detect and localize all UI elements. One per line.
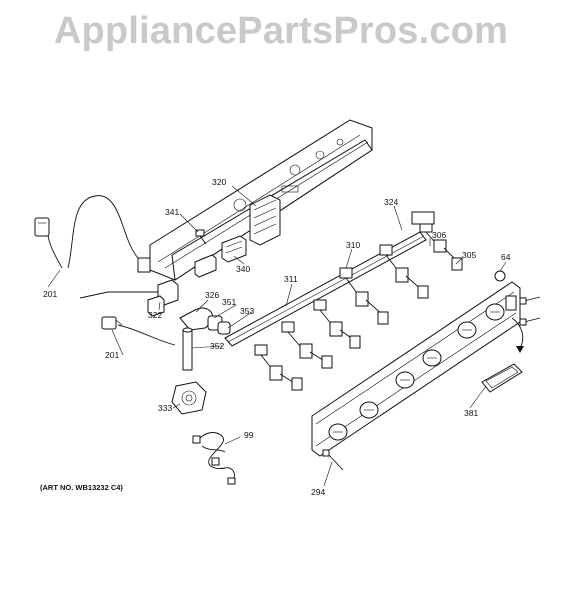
control-knob-2 xyxy=(359,401,379,419)
bracket-322 xyxy=(147,279,179,317)
gas-manifold-pipe xyxy=(224,231,427,347)
power-cord-lower xyxy=(79,291,178,346)
regulator-elbow xyxy=(179,307,231,335)
control-knob-1 xyxy=(328,423,348,441)
callout-326: 326 xyxy=(205,290,219,300)
mounting-clip-341 xyxy=(195,229,207,245)
leader-lines xyxy=(47,185,507,487)
screws xyxy=(322,296,541,471)
control-knob-6 xyxy=(485,303,505,321)
control-knob-3 xyxy=(395,371,415,389)
burner-valves-upper xyxy=(339,211,463,325)
callout-341: 341 xyxy=(165,207,179,217)
callout-353: 353 xyxy=(240,306,254,316)
regulator-333 xyxy=(171,381,207,415)
callout-201-upper: 201 xyxy=(43,289,57,299)
callout-294: 294 xyxy=(311,487,325,497)
callout-311: 311 xyxy=(284,274,298,284)
callout-352: 352 xyxy=(210,341,224,351)
wire-harness xyxy=(192,432,236,485)
watermark-logo: AppliancePartsPros.com xyxy=(53,10,509,52)
callout-333: 333 xyxy=(158,403,172,413)
callout-306: 306 xyxy=(432,230,446,240)
nameplate-badge xyxy=(481,317,524,393)
control-knob-4 xyxy=(422,349,442,367)
callout-381: 381 xyxy=(464,408,478,418)
callout-320: 320 xyxy=(212,177,226,187)
terminal-block xyxy=(249,194,281,246)
callout-201-lower: 201 xyxy=(105,350,119,360)
callout-305: 305 xyxy=(462,250,476,260)
control-knob-5 xyxy=(457,321,477,339)
callout-340: 340 xyxy=(236,264,250,274)
callout-310: 310 xyxy=(346,240,360,250)
pipe-352 xyxy=(182,327,193,371)
burner-valves-lower xyxy=(254,299,361,391)
knob-cap-64 xyxy=(494,270,506,282)
callout-99: 99 xyxy=(244,430,254,440)
art-number: (ART NO. WB13232 C4) xyxy=(40,483,123,492)
callout-324: 324 xyxy=(384,197,398,207)
spark-module xyxy=(194,235,247,278)
callout-64: 64 xyxy=(501,252,511,262)
control-panel xyxy=(311,281,521,457)
callout-351: 351 xyxy=(222,297,236,307)
callout-322: 322 xyxy=(148,310,162,320)
power-cord-upper xyxy=(34,195,151,273)
callout-labels: 320 341 340 324 310 306 305 64 311 201 3… xyxy=(43,177,511,497)
